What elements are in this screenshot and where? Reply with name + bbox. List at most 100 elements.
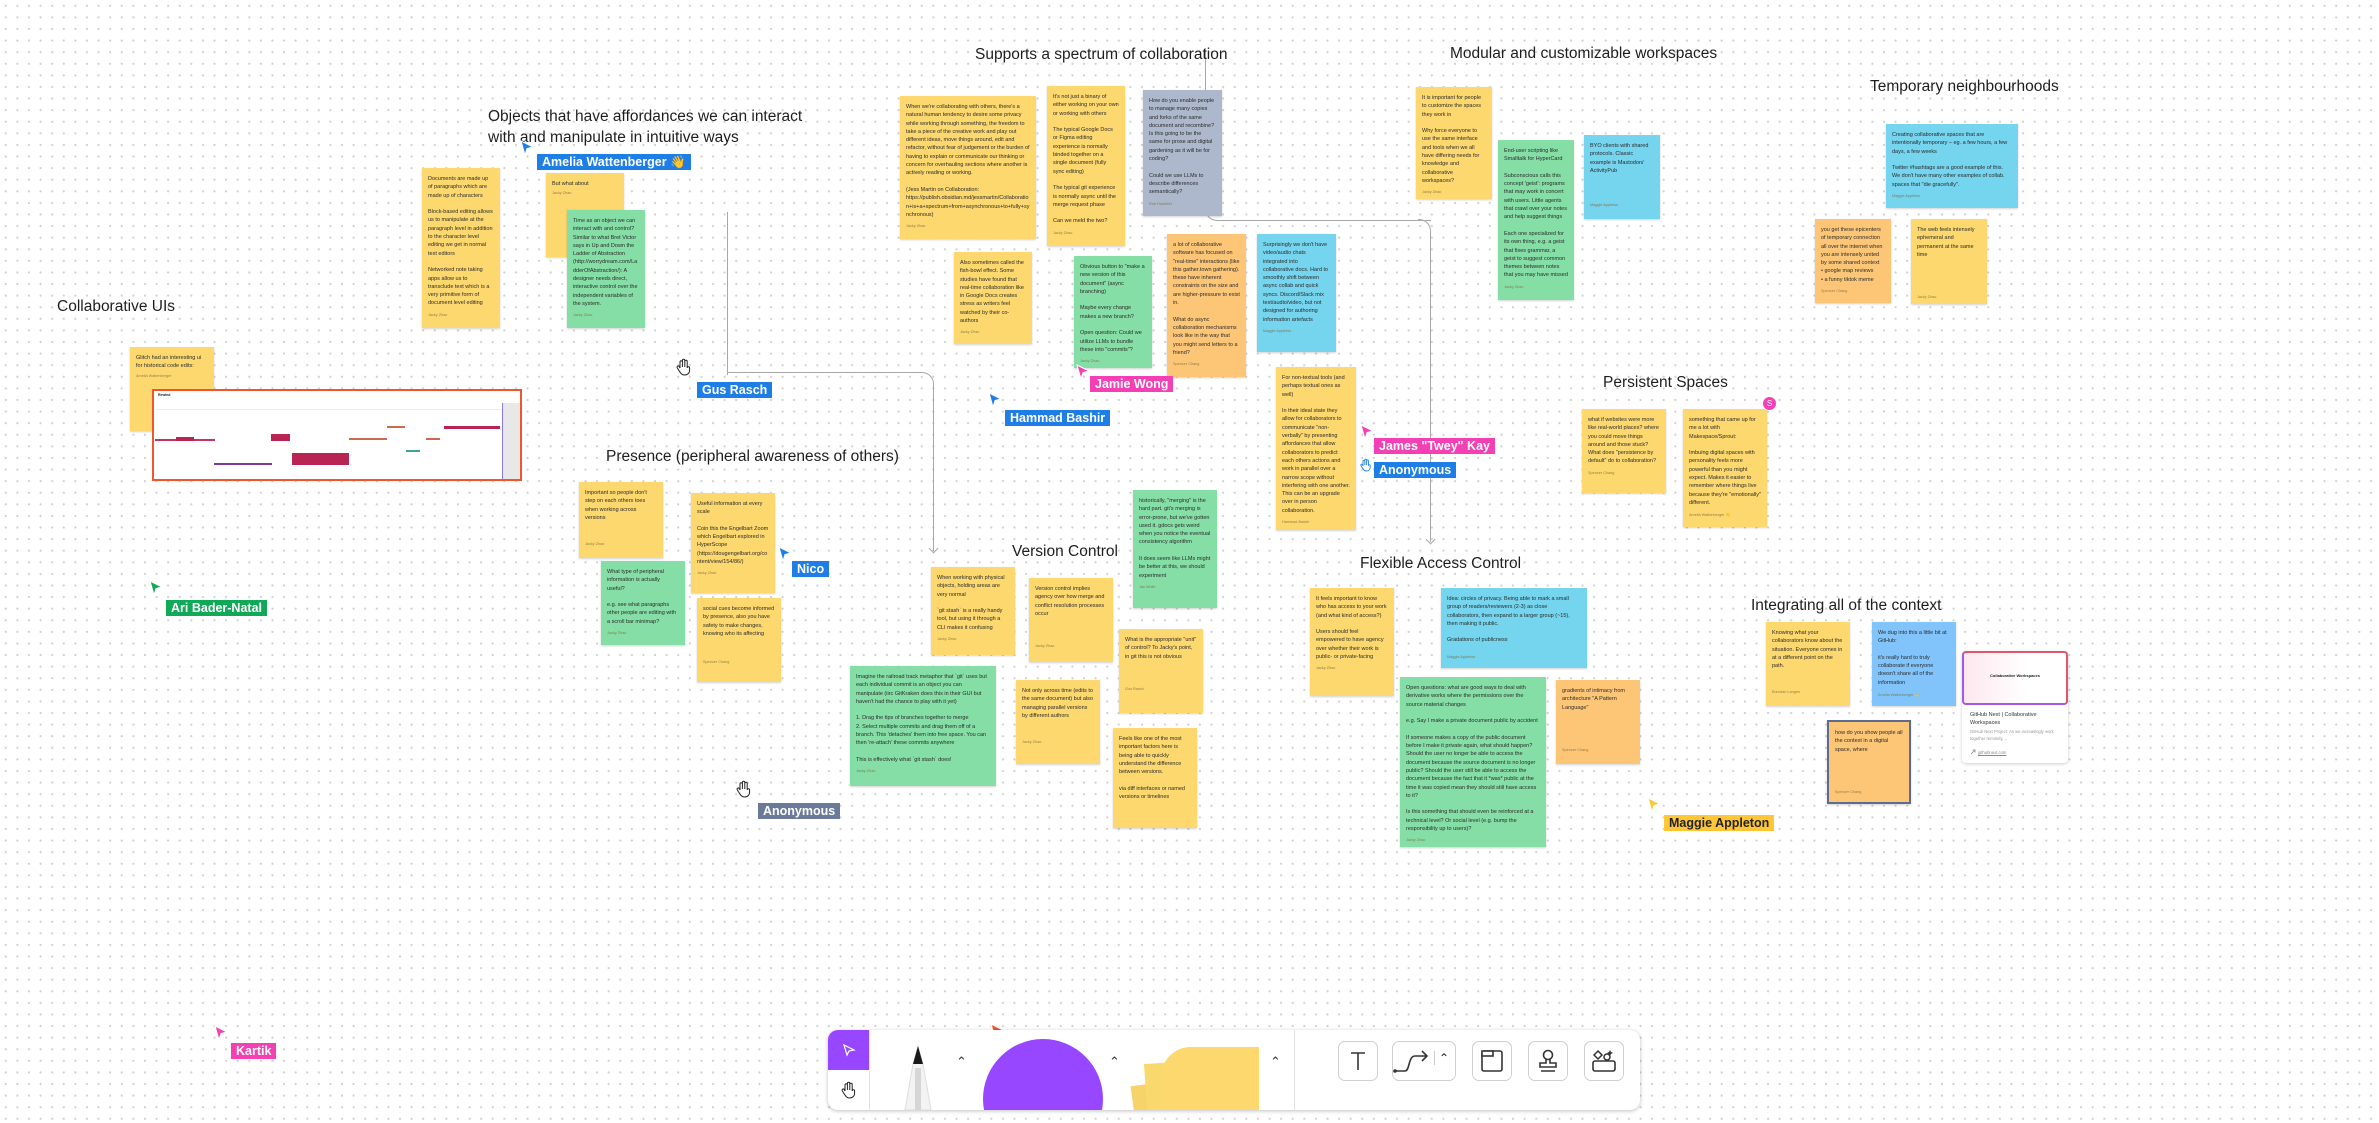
sticky-note[interactable]: historically, "merging" is the hard part… [1133,490,1217,608]
sticky-author: Maggie Appleton [1892,194,1921,199]
divider [1294,1030,1295,1110]
sticky-author: Jacky Zhao [1504,284,1524,289]
stamp-icon [1539,1049,1557,1072]
connector-line [1205,206,1431,221]
stamp-tool-button[interactable] [1528,1041,1568,1081]
sticky-author: Jacky Zhao [1035,644,1055,649]
section-heading-modular: Modular and customizable workspaces [1450,45,1718,62]
sticky-note[interactable]: a lot of collaborative software has focu… [1167,234,1246,377]
link-icon [1970,749,1976,755]
sticky-author: Amelia Wattenberger 👋 [1689,513,1731,518]
sticky-note[interactable]: gradients of intimacy from architecture … [1556,680,1640,764]
sticky-tool-button[interactable] [1130,1046,1259,1110]
chevron-up-icon[interactable]: ⌃ [956,1054,967,1069]
sticky-text: what if websites were more like real-wor… [1588,417,1659,465]
sticky-note[interactable]: End-user scripting like Smalltalk for Hy… [1498,140,1574,300]
sticky-text: End-user scripting like Smalltalk for Hy… [1504,148,1568,279]
hand-icon [841,1081,855,1099]
sticky-text: It's not just a binary of either working… [1053,94,1119,225]
sticky-note[interactable]: Version control implies agency over how … [1029,578,1113,662]
sticky-author: Spencer Chang [1173,362,1200,367]
shape-tool-button[interactable] [983,1039,1103,1110]
sticky-author: Jacky Zhao [607,631,627,636]
sticky-note[interactable]: something that came up for me a lot with… [1683,409,1767,527]
hand-tool-button[interactable] [828,1070,869,1110]
sticky-note[interactable]: It's not just a binary of either working… [1047,86,1125,246]
connector-tool-button[interactable]: ⌃ [1392,1041,1456,1081]
cursor-label: Maggie Appleton [1664,815,1775,831]
sticky-author: Jacky Zhao [585,542,605,547]
sticky-note[interactable]: It is important for people to customize … [1416,87,1492,200]
sticky-note[interactable]: Imagine the railroad track metaphor that… [850,666,996,786]
section-heading-spectrum: Supports a spectrum of collaboration [975,46,1228,63]
sticky-note[interactable]: Obvious button to "make a new version of… [1074,256,1152,369]
text-tool-button[interactable] [1338,1041,1378,1081]
sticky-note[interactable]: Useful information at every scale Coin t… [691,493,775,593]
cursor-label: Ari Bader-Natal [166,600,267,616]
sticky-note[interactable]: What type of peripheral information is a… [601,561,685,645]
sticky-note[interactable]: Time as an object we can interact with a… [567,210,645,328]
sticky-text: Not only across time (edits to the same … [1022,688,1093,719]
sticky-note[interactable]: When we're collaborating with others, th… [900,96,1036,239]
widgets-tool-button[interactable] [1584,1041,1624,1081]
sticky-note[interactable]: what if websites were more like real-wor… [1582,409,1666,493]
sticky-note[interactable]: Knowing what your collaborators know abo… [1766,622,1850,706]
chevron-up-icon[interactable]: ⌃ [1270,1054,1281,1069]
sticky-author: Jacky Zhao [937,637,957,642]
sticky-author: Jacky Zhao [1917,295,1937,300]
sticky-note[interactable]: What is the appropriate "unit" of contro… [1119,629,1203,713]
cursor-arrow-icon [1076,364,1090,380]
avatar[interactable]: S [1762,396,1777,411]
select-tool-button[interactable] [828,1030,869,1070]
chevron-up-icon[interactable]: ⌃ [1433,1051,1449,1065]
sticky-note[interactable]: For non-textual tools (and perhaps textu… [1276,367,1356,530]
section-heading-access: Flexible Access Control [1360,555,1522,572]
sticky-note[interactable]: The web feels intensely ephemeral and pe… [1911,219,1987,305]
link-url[interactable]: githubnext.com [1970,749,2006,755]
cursor-label: James "Twey" Kay [1374,438,1495,454]
sticky-author: Jacky Zhao [1080,359,1100,364]
sticky-note[interactable]: How do you enable people to manage many … [1143,90,1222,216]
sticky-text: The web feels intensely ephemeral and pe… [1917,227,1975,258]
sticky-text: Knowing what your collaborators know abo… [1772,630,1843,670]
sticky-text: Glitch had an interesting ui for histori… [136,355,202,370]
sticky-note[interactable]: It feels important to know who has acces… [1310,588,1394,696]
sticky-note-selected[interactable]: how do you show people all the context i… [1827,720,1911,804]
timeline-bar [349,438,387,440]
marker-tool-button[interactable] [898,1044,938,1110]
timeline-playhead [502,403,503,479]
section-tool-button[interactable] [1472,1041,1512,1081]
screenshot-title: Rewind [158,393,171,397]
sticky-text: Idea: circles of privacy. Being able to … [1447,596,1570,644]
cursor-label: Hammad Bashir [1005,410,1111,426]
sticky-note[interactable]: social cues become informed by presence,… [697,598,781,682]
timeline-bar [176,437,194,441]
sticky-author: Jacky Zhao [428,312,448,317]
sticky-note[interactable]: Not only across time (edits to the same … [1016,680,1100,764]
sticky-note[interactable]: Surprisingly we don't have video/audio c… [1257,234,1336,352]
timeline-bar [387,426,405,428]
sticky-text: Feels like one of the most important fac… [1119,736,1185,801]
sticky-note[interactable]: Also sometimes called the fish-bowl effe… [954,252,1032,344]
sticky-note[interactable]: We dug into this a little bit at GitHub:… [1872,622,1956,706]
sticky-note[interactable]: When working with physical objects, hold… [931,567,1015,655]
link-preview-card[interactable]: Collaborative Workspaces GitHub Next | C… [1962,651,2068,763]
sticky-note[interactable]: you get these epicenters of temporary co… [1815,219,1891,303]
chevron-up-icon[interactable]: ⌃ [1109,1054,1120,1069]
sticky-note[interactable]: Creating collaborative spaces that are i… [1886,124,2018,208]
sticky-author: Spencer Chang [1588,470,1615,475]
sticky-author: Spencer Chang [1562,747,1589,752]
sticky-note[interactable]: Feels like one of the most important fac… [1113,728,1197,828]
sticky-text: a lot of collaborative software has focu… [1173,242,1240,356]
sticky-author: Maggie Appleton [1263,328,1292,333]
sticky-note[interactable]: Idea: circles of privacy. Being able to … [1441,588,1587,668]
sticky-note[interactable]: Open questions: what are good ways to de… [1400,677,1546,848]
cursor-label: Anonymous [1374,462,1457,478]
sticky-text: something that came up for me a lot with… [1689,417,1761,506]
cursor-arrow-icon [842,1043,856,1057]
sticky-author: Amelia Wattenberger 👋 [1878,693,1920,698]
sticky-note[interactable]: BYO clients with shared protocols. Class… [1584,135,1660,219]
sticky-note[interactable]: Important so people don't step on each o… [579,482,663,558]
glitch-rewind-screenshot[interactable]: Rewind [152,389,522,481]
sticky-note[interactable]: Documents are made up of paragraphs whic… [422,168,500,328]
